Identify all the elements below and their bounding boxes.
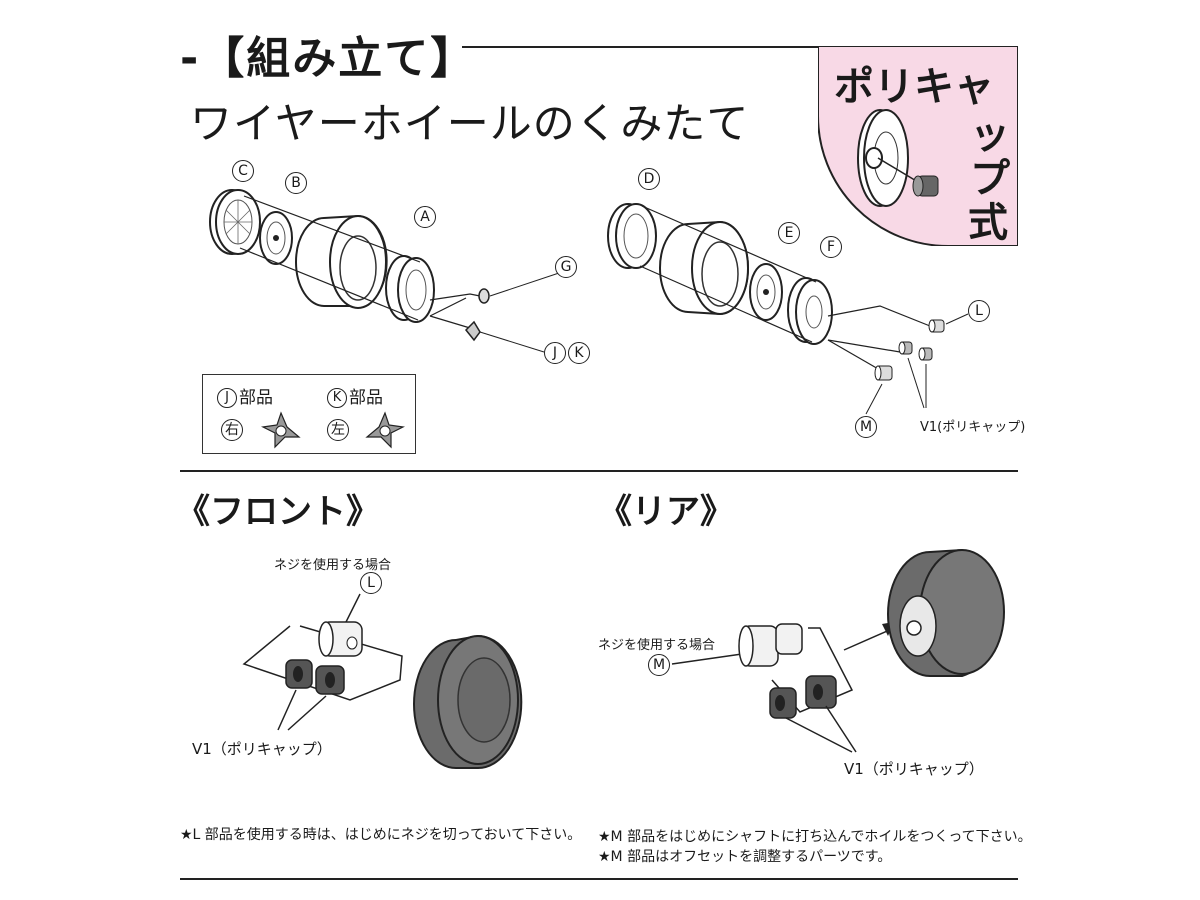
- polycap-text-horizontal: ポリキャ: [834, 64, 994, 110]
- front-tire: [413, 634, 523, 769]
- label-j: J: [544, 342, 566, 364]
- label-b: B: [285, 172, 307, 194]
- rear-screw-note: ネジを使用する場合: [598, 638, 716, 653]
- part-g-nut: [478, 271, 563, 304]
- rear-footnote-2: ★M 部品はオフセットを調整するパーツです。: [598, 849, 892, 865]
- part-f-rim: [787, 277, 833, 345]
- label-d: D: [638, 168, 660, 190]
- label-l-upper: L: [968, 300, 990, 322]
- part-e-disc: [749, 263, 783, 321]
- page-title: -【組み立て】: [180, 33, 477, 84]
- label-e: E: [778, 222, 800, 244]
- legend-right-mark: 右: [221, 419, 243, 441]
- part-l-collar: [928, 313, 969, 333]
- rear-v1-label: V1（ポリキャップ）: [844, 760, 984, 778]
- label-a: A: [414, 206, 436, 228]
- bottom-rule: [180, 878, 1018, 880]
- section-divider: [180, 470, 1018, 472]
- upper-left-tire: [295, 214, 388, 309]
- rear-tire: [887, 548, 1005, 677]
- part-a-rim: [385, 255, 435, 323]
- front-screw-note: ネジを使用する場合: [274, 558, 392, 573]
- label-k: K: [568, 342, 590, 364]
- legend-j-circle: J: [217, 388, 237, 408]
- spinner-right-icon: [261, 411, 301, 449]
- part-j-spinner: [464, 320, 545, 353]
- legend-k-text: 部品: [349, 388, 383, 408]
- polycap-text-v2: プ: [970, 156, 1010, 202]
- polycap-illustration: [857, 109, 939, 207]
- polycap-text-v1: ッ: [970, 112, 1010, 158]
- part-d-rim: [607, 203, 657, 269]
- page-subtitle: ワイヤーホイールのくみたて: [190, 99, 750, 148]
- front-polycaps: [277, 659, 345, 731]
- upper-right-tire: [659, 220, 749, 316]
- legend-left-mark: 左: [327, 419, 349, 441]
- rear-polycaps: [769, 675, 857, 753]
- legend-spinner-icons: [261, 411, 405, 449]
- label-g: G: [555, 256, 577, 278]
- part-b-disc: [259, 211, 293, 265]
- legend-j-text: 部品: [239, 388, 273, 408]
- front-l-collar: [318, 621, 363, 657]
- polycap-badge: ポリキャ ッ プ 式: [818, 46, 1018, 246]
- front-heading: 《フロント》: [176, 492, 380, 532]
- rear-footnote-1: ★M 部品をはじめにシャフトに打ち込んでホイルをつくって下さい。: [598, 829, 1032, 845]
- upper-right-v1-label: V1(ポリキャップ): [920, 420, 1026, 435]
- upper-right-polycaps: [898, 341, 933, 409]
- polycap-text-v3: 式: [968, 200, 1008, 246]
- front-footnote: ★L 部品を使用する時は、はじめにネジを切っておいて下さい。: [180, 827, 582, 843]
- label-m-rear: M: [648, 654, 670, 676]
- label-m-upper: M: [855, 416, 877, 438]
- rear-m-collar: [738, 623, 803, 667]
- label-c: C: [232, 160, 254, 182]
- part-m-collar: [865, 365, 893, 415]
- front-v1-label: V1（ポリキャップ）: [192, 740, 332, 758]
- label-f: F: [820, 236, 842, 258]
- part-c-rim: [209, 189, 261, 255]
- spinner-left-icon: [365, 411, 405, 449]
- label-l-front: L: [360, 572, 382, 594]
- legend-k-circle: K: [327, 388, 347, 408]
- rear-heading: 《リア》: [598, 492, 734, 532]
- title-rule: [462, 46, 818, 48]
